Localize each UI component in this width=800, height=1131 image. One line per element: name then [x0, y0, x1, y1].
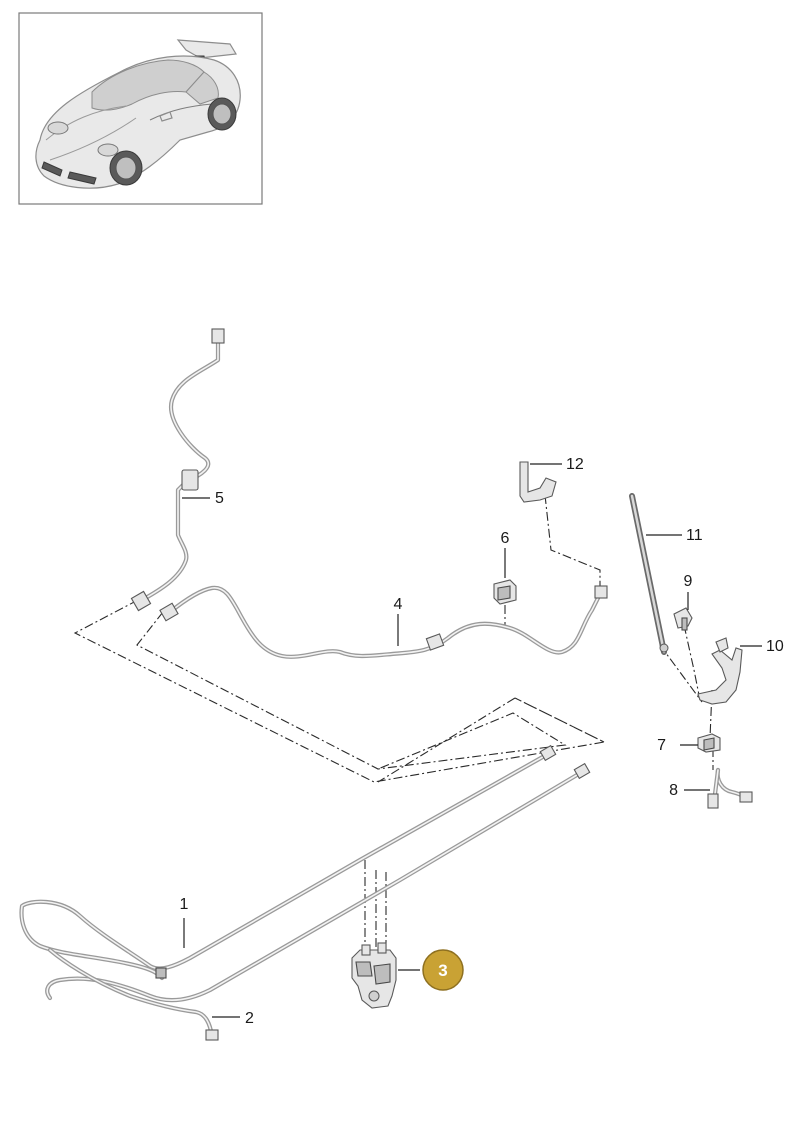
highlight-badge	[422, 949, 464, 991]
part-8-sensor-cable[interactable]	[707, 767, 753, 809]
hose-fitting-top	[211, 328, 225, 344]
line-end-fitting	[205, 1029, 219, 1041]
callout-1[interactable]: 1	[180, 896, 189, 913]
assembly-guide-lines	[73, 494, 714, 960]
part-5-brake-hose[interactable]	[130, 328, 225, 612]
part-9-bolt[interactable]	[673, 607, 693, 631]
callout-6[interactable]: 6	[501, 530, 510, 547]
part-12-bracket[interactable]	[519, 461, 557, 503]
callout-12[interactable]: 12	[566, 456, 584, 473]
callout-5[interactable]: 5	[215, 490, 224, 507]
part-6-clip[interactable]	[493, 579, 517, 605]
callout-3-badge[interactable]: 3	[422, 949, 464, 991]
line-end-fitting-2	[573, 762, 591, 780]
part-11-rod[interactable]	[629, 493, 669, 655]
part-2-brake-line[interactable]	[47, 947, 219, 1041]
part-4-brake-line[interactable]	[159, 585, 608, 659]
line-connector	[155, 967, 167, 979]
cable-connector-2	[739, 791, 753, 803]
callout-4[interactable]: 4	[394, 596, 403, 613]
callout-7[interactable]: 7	[657, 737, 666, 754]
callout-9[interactable]: 9	[684, 573, 693, 590]
part-10-sensor-bracket[interactable]	[697, 637, 743, 705]
callout-11[interactable]: 11	[686, 527, 703, 544]
line-end-fitting	[539, 744, 557, 762]
hose-fitting-bottom	[130, 590, 152, 612]
cable-connector	[707, 793, 719, 809]
part-7-sensor-clip[interactable]	[697, 733, 721, 753]
callout-2[interactable]: 2	[245, 1010, 254, 1027]
car-overview-icon	[35, 39, 241, 189]
callout-8[interactable]: 8	[669, 782, 678, 799]
hose-clip	[181, 469, 199, 491]
leader-lines	[182, 463, 762, 1018]
callout-10[interactable]: 10	[766, 638, 784, 655]
line-fitting-left	[159, 602, 179, 622]
part-3-hydraulic-unit[interactable]	[351, 942, 397, 1009]
line-fitting-right	[594, 585, 608, 599]
line-clip	[425, 633, 445, 651]
car-thumbnail[interactable]	[18, 12, 263, 205]
part-1-brake-line[interactable]	[19, 744, 591, 1003]
callout-3: 3	[438, 961, 447, 980]
callout-labels: 1 2 3 4 5 6 7 8 9 10 11 12	[180, 456, 784, 1027]
